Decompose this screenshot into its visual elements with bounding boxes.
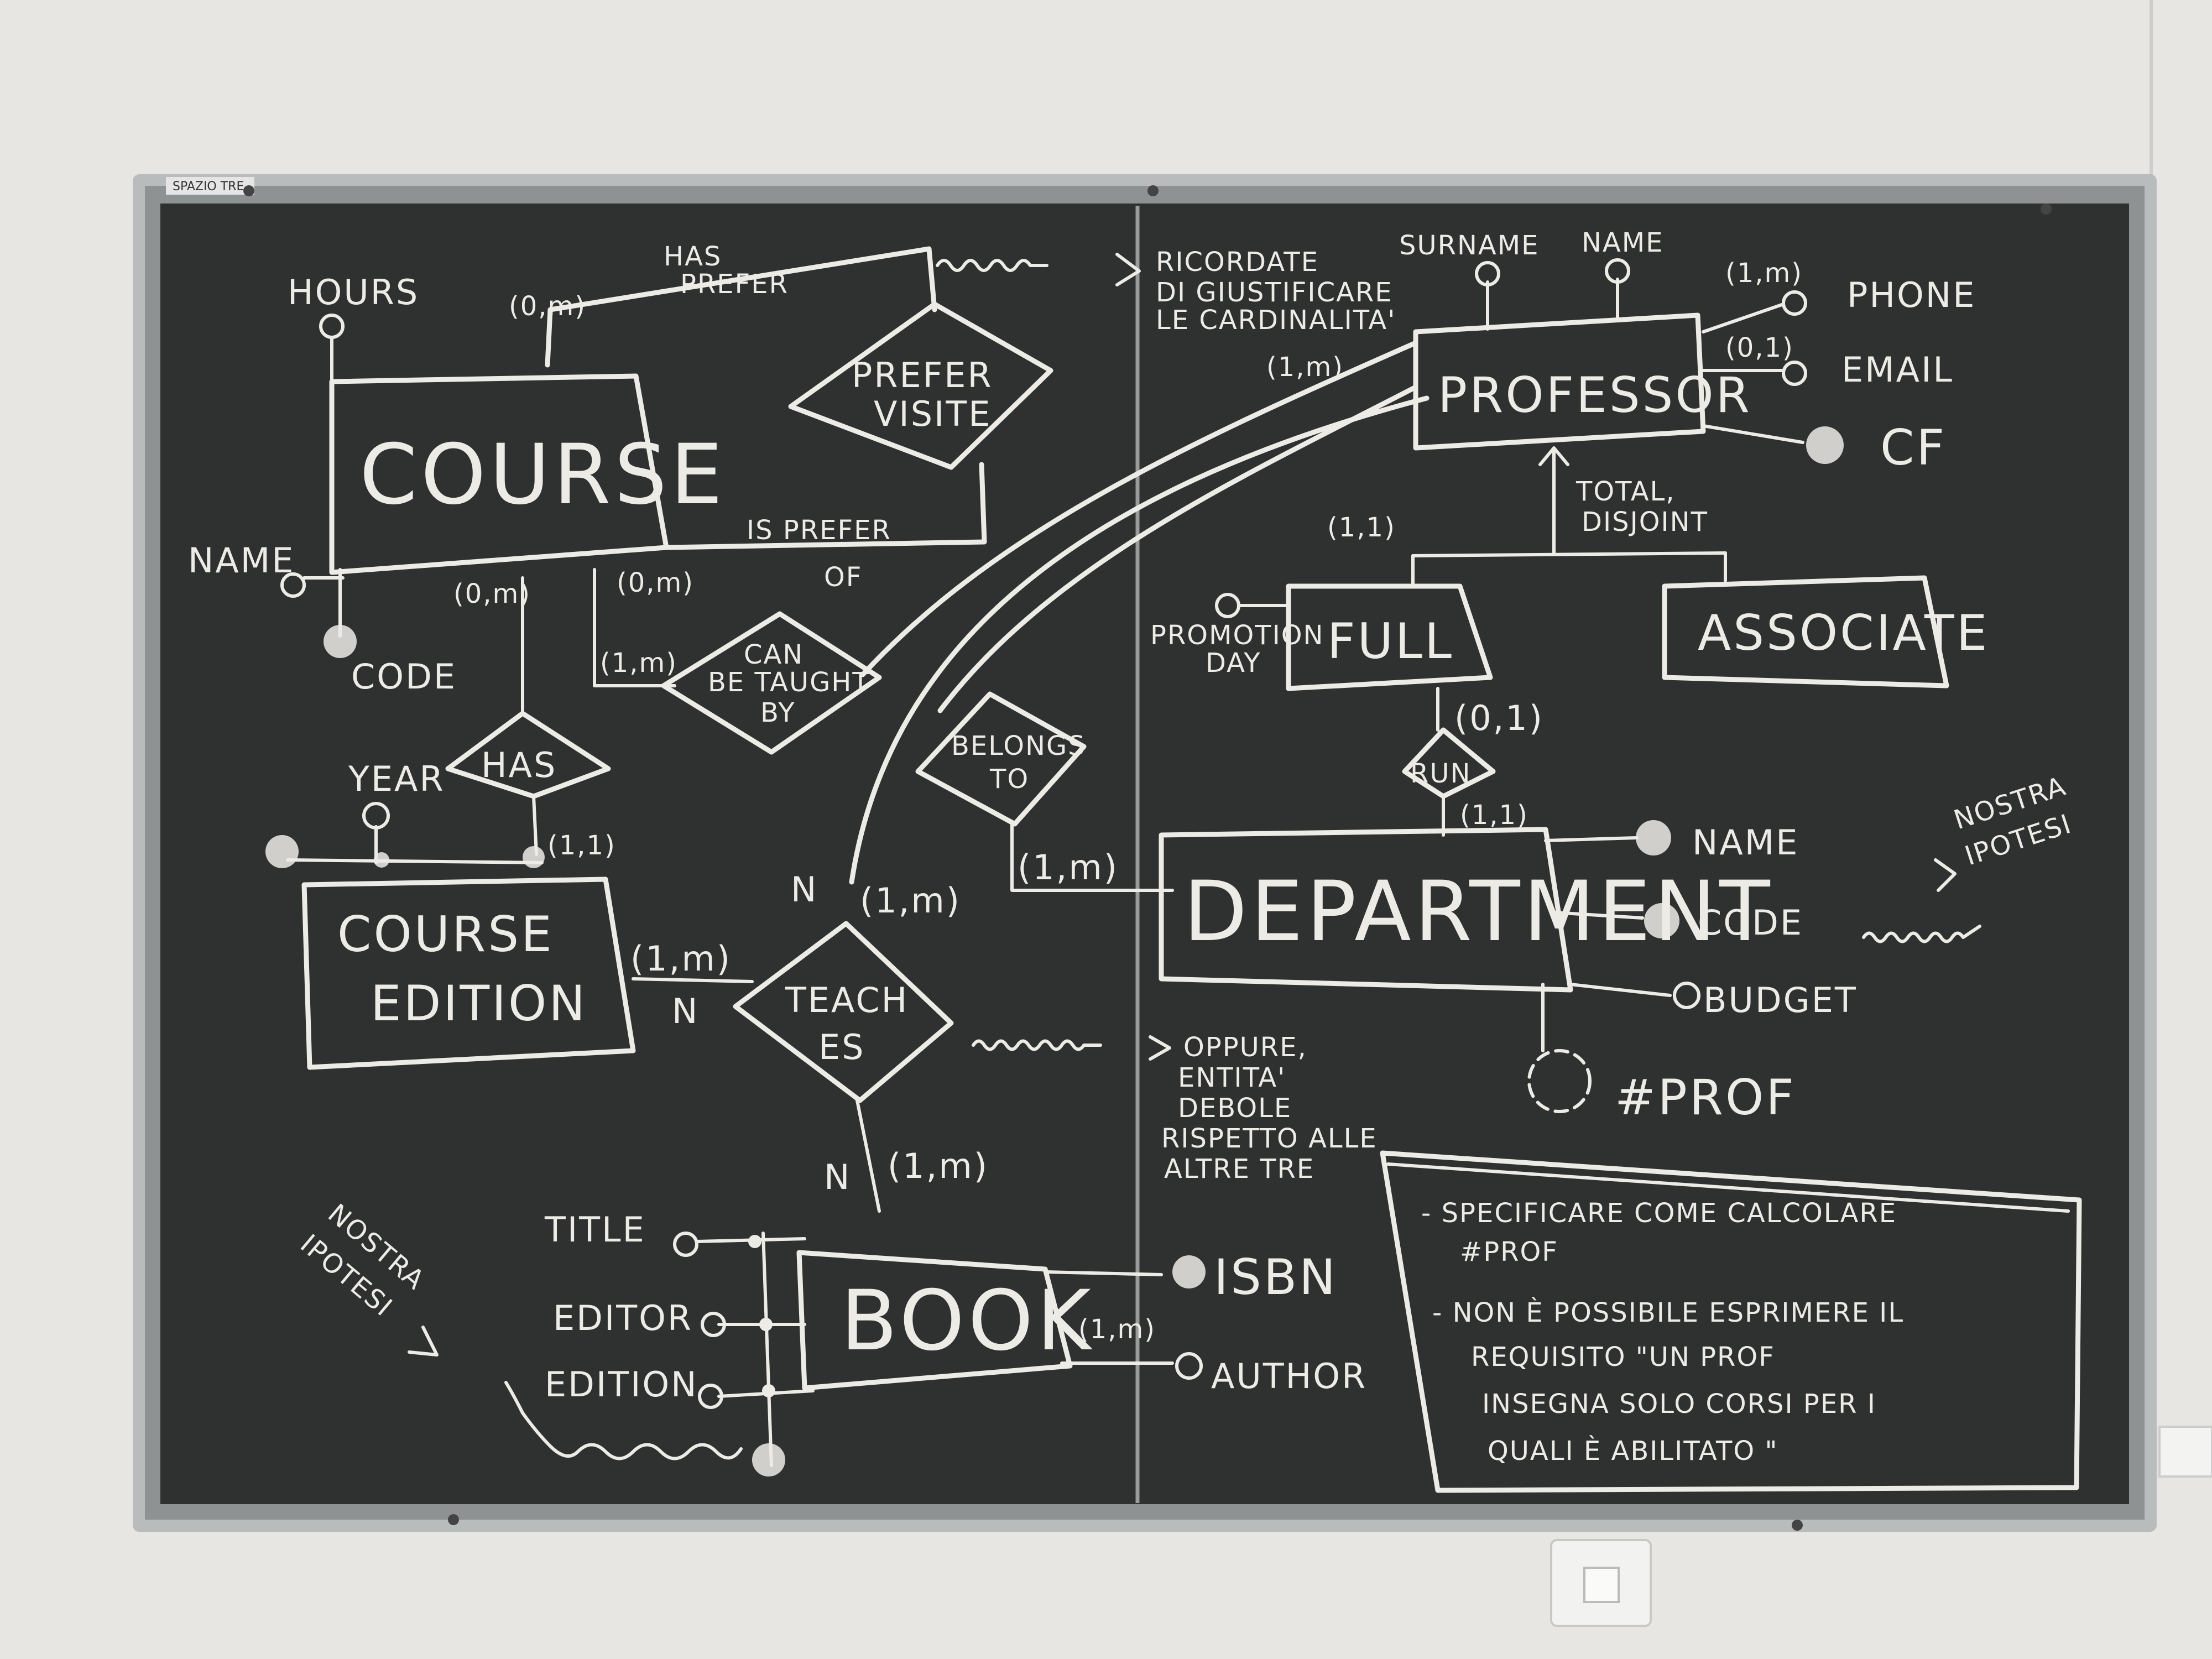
belongs-to-label-2: TO bbox=[989, 764, 1029, 795]
teaches-label-1: TEACH bbox=[785, 980, 909, 1020]
department-entity-box bbox=[1159, 827, 1573, 993]
prefer-visite-label-2: VISITE bbox=[874, 394, 992, 434]
department-entity-label: DEPARTMENT bbox=[1183, 864, 1773, 960]
prefer-visite-diamond bbox=[788, 301, 1053, 470]
can-be-taught-by-label-3: BY bbox=[760, 697, 796, 728]
run-label: RUN bbox=[1410, 758, 1471, 789]
nprof-label: #PROF bbox=[1615, 1069, 1796, 1126]
card-full-run: (0,1) bbox=[1454, 698, 1544, 738]
course-name-label: NAME bbox=[188, 540, 295, 581]
course-edition-label-2: EDITION bbox=[371, 975, 587, 1032]
card-can-course: (1,m) bbox=[600, 648, 677, 679]
card-teaches-book: (1,m) bbox=[888, 1146, 989, 1186]
dept-code-label: CODE bbox=[1698, 902, 1803, 943]
teaches-label-2: ES bbox=[818, 1027, 865, 1067]
full-entity-box bbox=[1286, 583, 1493, 691]
card-run-dept: (1,1) bbox=[1460, 800, 1528, 831]
belongs-to-diamond bbox=[915, 691, 1087, 827]
is-prefer-of-label-1: IS PREFER bbox=[747, 515, 891, 546]
prof-name-label: NAME bbox=[1582, 227, 1663, 258]
oppure-note-1: OPPURE, bbox=[1183, 1032, 1307, 1063]
total-disjoint-label-2: DISJOINT bbox=[1582, 507, 1708, 538]
can-be-taught-by-label-2: BE TAUGHT bbox=[708, 667, 870, 698]
phone-label: PHONE bbox=[1847, 275, 1976, 315]
notes-box bbox=[1380, 1150, 2082, 1493]
professor-entity-label: PROFESSOR bbox=[1438, 367, 1752, 424]
card-teaches-prof-n: N bbox=[791, 869, 818, 910]
card-course-has: (0,m) bbox=[453, 578, 531, 609]
card-prof-email: (0,1) bbox=[1725, 332, 1794, 363]
card-teaches-book-n: N bbox=[824, 1157, 851, 1197]
light-switch[interactable] bbox=[1550, 1539, 1652, 1627]
box-note-5: INSEGNA SOLO CORSI PER I bbox=[1482, 1389, 1876, 1420]
card-edition-teaches-n: N bbox=[672, 991, 699, 1031]
card-full-isa: (1,1) bbox=[1327, 512, 1396, 543]
isbn-label: ISBN bbox=[1214, 1249, 1338, 1306]
prefer-visite-label-1: PREFER bbox=[852, 355, 993, 395]
card-prof-can: (1,m) bbox=[1266, 352, 1344, 383]
frame-screws bbox=[243, 185, 2052, 1531]
course-edition-entity-box bbox=[301, 877, 636, 1070]
professor-entity-box bbox=[1413, 312, 1706, 451]
card-teaches-prof: (1,m) bbox=[860, 880, 961, 921]
belongs-to-label-1: BELONGS bbox=[951, 731, 1086, 761]
card-course-can: (0,m) bbox=[617, 567, 694, 598]
hours-label: HOURS bbox=[288, 272, 419, 312]
brand-label: SPAZIO TRE bbox=[173, 180, 244, 194]
can-be-taught-by-diamond bbox=[661, 611, 882, 755]
author-label: AUTHOR bbox=[1211, 1356, 1367, 1396]
full-entity-label: FULL bbox=[1327, 613, 1454, 670]
editor-label: EDITOR bbox=[553, 1298, 693, 1338]
box-note-3: - NON È POSSIBILE ESPRIMERE IL bbox=[1432, 1297, 1904, 1328]
card-belongs-dept: (1,m) bbox=[1018, 847, 1119, 888]
budget-label: BUDGET bbox=[1703, 980, 1858, 1020]
associate-entity-label: ASSOCIATE bbox=[1698, 604, 1989, 661]
brand-sticker bbox=[166, 177, 254, 195]
card-book-author: (1,m) bbox=[1078, 1314, 1156, 1345]
book-entity-box bbox=[796, 1250, 1073, 1391]
surname-label: SURNAME bbox=[1399, 230, 1539, 261]
cf-label: CF bbox=[1880, 419, 1947, 476]
book-entity-label: BOOK bbox=[841, 1273, 1094, 1369]
er-diagram-labels: COURSE PROFESSOR FULL ASSOCIATE DEPARTME… bbox=[188, 227, 2075, 1467]
box-note-6: QUALI È ABILITATO " bbox=[1488, 1435, 1778, 1467]
oppure-note-5: ALTRE TRE bbox=[1164, 1154, 1314, 1185]
teaches-diamond bbox=[733, 921, 954, 1103]
year-label: YEAR bbox=[348, 759, 445, 799]
remember-note-2: DI GIUSTIFICARE bbox=[1156, 277, 1393, 308]
er-diagram-lines bbox=[265, 246, 2082, 1493]
associate-entity-box bbox=[1662, 575, 1949, 688]
has-prefer-label-2: PREFER bbox=[680, 269, 789, 300]
email-label: EMAIL bbox=[1841, 349, 1954, 390]
oppure-note-2: ENTITA' bbox=[1178, 1062, 1286, 1093]
is-prefer-of-label-2: OF bbox=[824, 562, 862, 593]
promotion-day-label-1: PROMOTION bbox=[1150, 620, 1324, 651]
card-course-has-prefer: (0,m) bbox=[509, 291, 586, 322]
remember-note-3: LE CARDINALITA' bbox=[1156, 305, 1396, 336]
course-code-label: CODE bbox=[351, 656, 457, 697]
promotion-day-label-2: DAY bbox=[1206, 648, 1261, 679]
has-prefer-label-1: HAS bbox=[664, 241, 722, 272]
edition-label: EDITION bbox=[545, 1364, 698, 1405]
oppure-note-4: RISPETTO ALLE bbox=[1161, 1123, 1378, 1154]
box-note-1: - SPECIFICARE COME CALCOLARE bbox=[1421, 1198, 1897, 1229]
can-be-taught-by-label-1: CAN bbox=[744, 639, 804, 670]
title-label: TITLE bbox=[544, 1209, 646, 1250]
course-entity-label: COURSE bbox=[359, 427, 726, 523]
card-edition-has: (1,1) bbox=[547, 830, 616, 861]
box-note-2: #PROF bbox=[1460, 1237, 1558, 1267]
course-edition-label-1: COURSE bbox=[337, 906, 554, 963]
box-note-4: REQUISITO "UN PROF bbox=[1471, 1342, 1775, 1373]
blackboard-surface bbox=[160, 204, 2129, 1504]
wall-outlet bbox=[2158, 1426, 2212, 1478]
total-disjoint-label-1: TOTAL, bbox=[1575, 476, 1676, 507]
dept-name-label: NAME bbox=[1692, 822, 1799, 863]
card-prof-phone: (1,m) bbox=[1725, 258, 1803, 289]
has-label: HAS bbox=[481, 745, 557, 785]
remember-note-1: RICORDATE bbox=[1156, 247, 1319, 278]
oppure-note-3: DEBOLE bbox=[1178, 1093, 1292, 1124]
card-edition-teaches: (1,m) bbox=[630, 938, 732, 979]
